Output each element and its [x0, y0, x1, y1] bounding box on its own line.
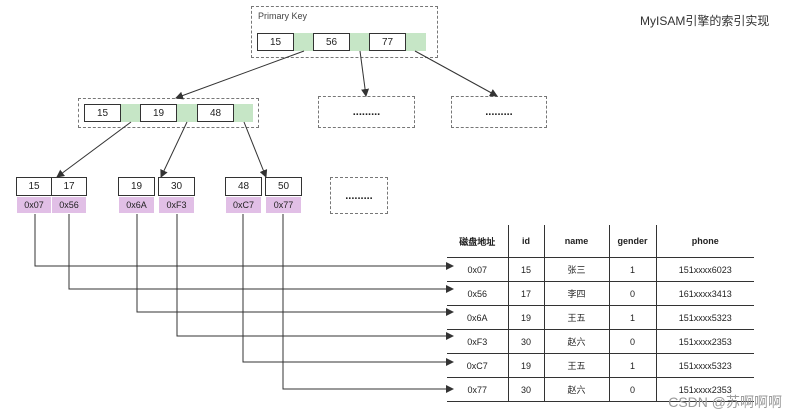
- address-arrow: [242, 214, 454, 366]
- cell-address: 0x07: [447, 257, 508, 282]
- cell-name: 赵六: [543, 377, 609, 402]
- column-header: phone: [655, 225, 754, 258]
- placeholder-dots: .........: [485, 106, 513, 118]
- address-arrow: [34, 214, 454, 270]
- leaf-address: 0xF3: [158, 196, 195, 214]
- cell-gender: 1: [608, 353, 656, 378]
- root-node: [251, 6, 438, 58]
- pointer-arrow: [175, 50, 305, 100]
- leaf-address: 0xC7: [225, 196, 262, 214]
- internal-pointer: [121, 104, 140, 122]
- cell-id: 30: [507, 329, 544, 354]
- root-key: 56: [313, 33, 350, 51]
- leaf-key: 17: [51, 177, 87, 196]
- leaf-address: 0x77: [265, 196, 302, 214]
- internal-node: [78, 98, 259, 128]
- watermark: CSDN @苏啊啊啊: [668, 394, 782, 410]
- column-header: name: [543, 225, 609, 258]
- leaf-address: 0x56: [51, 196, 87, 214]
- pointer-arrow: [243, 121, 268, 178]
- cell-name: 赵六: [543, 329, 609, 354]
- internal-key: 15: [84, 104, 121, 122]
- address-arrow: [136, 214, 454, 316]
- leaf-key: 19: [118, 177, 155, 196]
- cell-id: 19: [507, 305, 544, 330]
- address-arrow: [68, 214, 454, 293]
- column-header: 磁盘地址: [447, 225, 508, 258]
- cell-name: 王五: [543, 353, 609, 378]
- column-header: id: [507, 225, 544, 258]
- leaf-key: 30: [158, 177, 195, 196]
- table-row: 0x77 30 赵六 0 151xxxx2353: [447, 377, 754, 402]
- leaf-key: 48: [225, 177, 262, 196]
- cell-id: 19: [507, 353, 544, 378]
- cell-gender: 1: [608, 257, 656, 282]
- table-row: 0xC7 19 王五 1 151xxxx5323: [447, 353, 754, 378]
- internal-pointer: [234, 104, 253, 122]
- address-arrow: [176, 214, 454, 340]
- placeholder-node: [451, 96, 547, 128]
- cell-phone: 151xxxx5323: [655, 305, 754, 330]
- root-key: 77: [369, 33, 406, 51]
- root-pointer: [294, 33, 314, 51]
- cell-gender: 0: [608, 377, 656, 402]
- cell-address: 0x56: [447, 281, 508, 306]
- cell-phone: 151xxxx2353: [655, 329, 754, 354]
- cell-address: 0xF3: [447, 329, 508, 354]
- internal-key: 19: [140, 104, 177, 122]
- cell-address: 0x77: [447, 377, 508, 402]
- data-table: 磁盘地址 id name gender phone 0x07 15 张三 1 1…: [447, 225, 754, 402]
- diagram-title: MyISAM引擎的索引实现: [640, 14, 770, 28]
- root-pointer: [350, 33, 369, 51]
- cell-id: 15: [507, 257, 544, 282]
- cell-id: 30: [507, 377, 544, 402]
- internal-pointer: [177, 104, 197, 122]
- cell-id: 17: [507, 281, 544, 306]
- cell-phone: 151xxxx6023: [655, 257, 754, 282]
- cell-gender: 1: [608, 305, 656, 330]
- table-row: 0x56 17 李四 0 161xxxx3413: [447, 281, 754, 306]
- placeholder-dots: .........: [345, 189, 373, 202]
- cell-phone: 161xxxx3413: [655, 281, 754, 306]
- cell-phone: 151xxxx5323: [655, 353, 754, 378]
- placeholder-dots: .........: [352, 106, 381, 118]
- leaf-address: 0x6A: [118, 196, 155, 214]
- root-pointer: [405, 33, 426, 51]
- cell-address: 0x6A: [447, 305, 508, 330]
- cell-phone: 151xxxx2353: [655, 377, 754, 402]
- cell-gender: 0: [608, 329, 656, 354]
- table-row: 0x6A 19 王五 1 151xxxx5323: [447, 305, 754, 330]
- column-header: gender: [608, 225, 656, 258]
- placeholder-leaf: [330, 177, 388, 214]
- pointer-arrow: [160, 121, 188, 178]
- address-arrow: [282, 214, 454, 393]
- pointer-arrow: [56, 121, 132, 178]
- root-key: 15: [257, 33, 294, 51]
- cell-gender: 0: [608, 281, 656, 306]
- table-row: 0xF3 30 赵六 0 151xxxx2353: [447, 329, 754, 354]
- internal-key: 48: [197, 104, 234, 122]
- table-header-row: 磁盘地址 id name gender phone: [447, 225, 754, 258]
- primary-key-label: Primary Key: [258, 11, 308, 21]
- pointer-arrow: [414, 50, 498, 97]
- table-row: 0x07 15 张三 1 151xxxx6023: [447, 257, 754, 282]
- leaf-key: 50: [265, 177, 302, 196]
- cell-address: 0xC7: [447, 353, 508, 378]
- cell-name: 李四: [543, 281, 609, 306]
- cell-name: 王五: [543, 305, 609, 330]
- pointer-arrow: [359, 50, 370, 97]
- cell-name: 张三: [543, 257, 609, 282]
